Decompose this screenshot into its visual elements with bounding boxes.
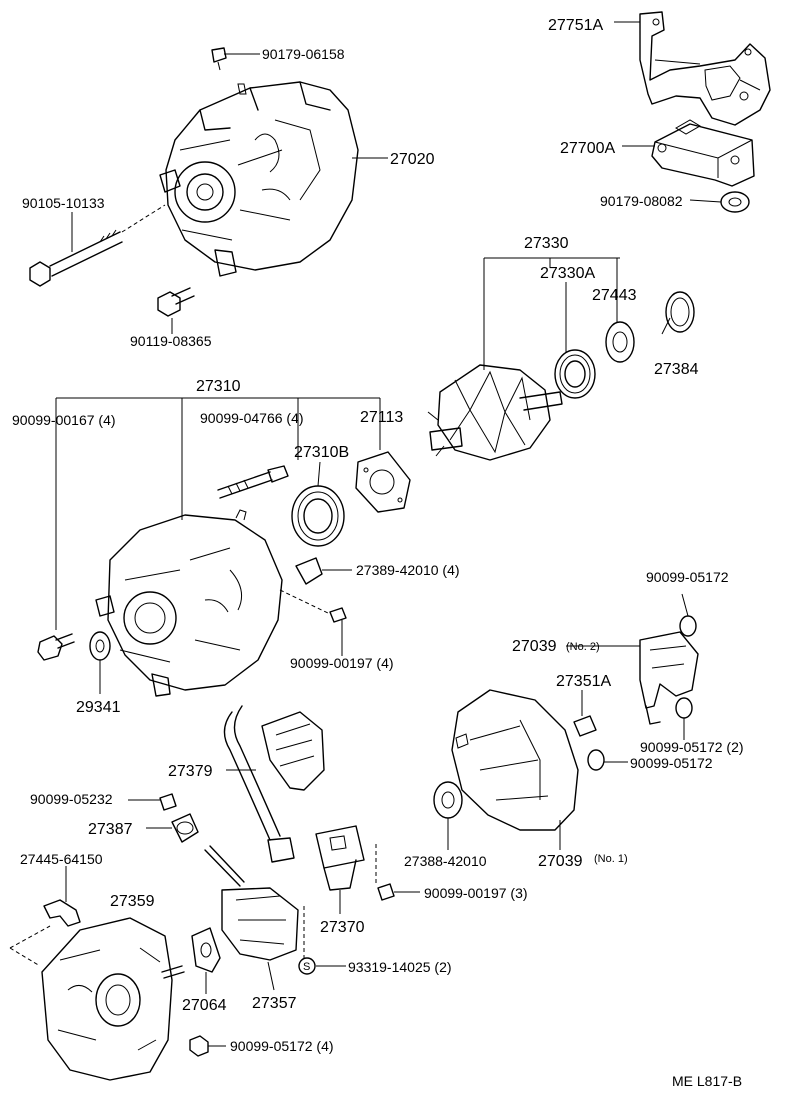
- nut-90099-05172-right: [675, 697, 693, 719]
- label-27330A: 27330A: [540, 265, 595, 282]
- label-90179-06158: 90179-06158: [262, 46, 345, 62]
- label-27039-no1: 27039: [538, 853, 583, 870]
- bolt-90105-10133: [29, 229, 123, 287]
- clip-27445-64150: [43, 899, 81, 927]
- washer-29341: [89, 631, 111, 661]
- part-labels: 27751A 90179-06158 27020 27700A 90105-10…: [12, 17, 744, 1089]
- label-27359: 27359: [110, 893, 155, 910]
- rear-cover-27039-no1: [451, 689, 579, 831]
- bolt-90119-08365: [157, 287, 195, 317]
- label-90099-05172-top: 90099-05172: [646, 569, 729, 585]
- nut-90099-05172-middle: [587, 749, 605, 771]
- nut-90179-08082: [720, 191, 750, 213]
- rear-end-frame-27359: [41, 917, 185, 1081]
- bearing-27310B: [291, 485, 345, 547]
- label-27379: 27379: [168, 763, 213, 780]
- label-90099-05172-2: 90099-05172 (2): [640, 739, 744, 755]
- label-27310B: 27310B: [294, 444, 349, 461]
- label-27020: 27020: [390, 151, 435, 168]
- label-27113: 27113: [360, 409, 403, 426]
- label-90099-00197-3: 90099-00197 (3): [424, 885, 528, 901]
- label-90099-05172-mid: 90099-05172: [630, 755, 713, 771]
- label-90099-05232: 90099-05232: [30, 791, 113, 807]
- voltage-regulator-27700A: [651, 119, 755, 187]
- nut-90099-05172-top: [679, 615, 697, 637]
- leader-lines: [65, 21, 722, 1047]
- spacer-27389-42010: [295, 557, 323, 585]
- label-27357: 27357: [252, 995, 297, 1012]
- label-27310: 27310: [196, 378, 241, 395]
- label-27751A: 27751A: [548, 17, 603, 34]
- s-marked-screw-93319-14025: [298, 957, 316, 975]
- label-27445-64150: 27445-64150: [20, 851, 103, 867]
- label-29341: 29341: [76, 699, 121, 716]
- footer-code: ME L817-B: [672, 1073, 742, 1089]
- rectifier-27357: [204, 845, 299, 961]
- bolt-90179-06158: [211, 47, 227, 71]
- insulator-27387: [171, 813, 199, 843]
- bolt-90099-04766: [217, 465, 289, 499]
- rear-cover-27039-no2: [639, 631, 699, 725]
- label-27330: 27330: [524, 235, 569, 252]
- label-27370: 27370: [320, 919, 365, 936]
- rotor-27330: [427, 364, 563, 461]
- nut-90099-05172-bottom: [189, 1035, 209, 1057]
- label-93319-14025: 93319-14025 (2): [348, 959, 452, 975]
- plate-27064: [191, 927, 221, 973]
- label-27039-no2-note: (No. 2): [566, 641, 600, 653]
- label-90099-00167: 90099-00167 (4): [12, 412, 116, 428]
- label-90099-05172-4: 90099-05172 (4): [230, 1038, 334, 1054]
- label-27039-no2: 27039: [512, 638, 557, 655]
- label-27700A: 27700A: [560, 140, 615, 157]
- screw-90099-00197-b: [377, 883, 395, 901]
- label-s-mark: S: [303, 961, 310, 973]
- brush-holder-27370: [315, 825, 365, 891]
- retainer-27113: [355, 451, 411, 513]
- label-27384: 27384: [654, 361, 699, 378]
- drive-end-frame-27310: [95, 509, 283, 697]
- label-90099-00197-4: 90099-00197 (4): [290, 655, 394, 671]
- label-27387: 27387: [88, 821, 133, 838]
- label-90099-04766: 90099-04766 (4): [200, 410, 304, 426]
- label-90179-08082: 90179-08082: [600, 193, 683, 209]
- label-27389-42010: 27389-42010 (4): [356, 562, 460, 578]
- bolt-90099-05232: [159, 793, 177, 811]
- label-27039-no1-note: (No. 1): [594, 853, 628, 865]
- label-27443: 27443: [592, 287, 637, 304]
- label-90105-10133: 90105-10133: [22, 195, 105, 211]
- label-90119-08365: 90119-08365: [130, 333, 212, 349]
- ring-27384: [665, 291, 695, 333]
- label-27064: 27064: [182, 997, 227, 1014]
- label-27351A: 27351A: [556, 673, 611, 690]
- rectifier-holder-27379: [223, 705, 325, 863]
- terminal-insulator-27388-42010: [433, 781, 463, 819]
- bolt-90099-00167: [37, 633, 75, 661]
- terminal-insulator-27351A: [573, 715, 597, 737]
- bracket-27751A: [639, 11, 771, 126]
- label-27388-42010: 27388-42010: [404, 853, 487, 869]
- bearing-27330A: [554, 349, 596, 399]
- alternator-assembly-27020: [159, 81, 359, 277]
- cover-27443: [605, 321, 635, 363]
- screw-90099-00197-a: [329, 607, 347, 623]
